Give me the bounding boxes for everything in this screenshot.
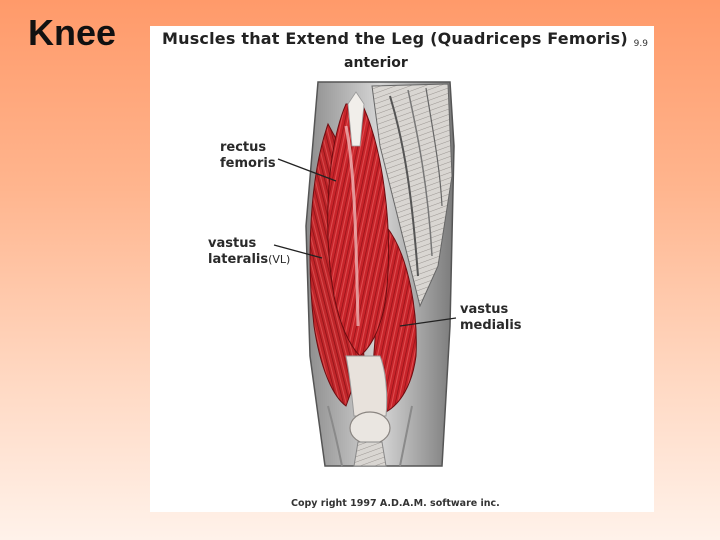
copyright-credit: Copy right 1997 A.D.A.M. software inc. bbox=[291, 498, 500, 509]
label-line: medialis bbox=[460, 318, 522, 333]
leader-rectus-femoris bbox=[277, 158, 337, 182]
leader-vastus-lateralis bbox=[273, 244, 323, 259]
label-vastus-lateralis: vastus lateralis(VL) bbox=[208, 236, 290, 268]
figure-title: Muscles that Extend the Leg (Quadriceps … bbox=[162, 29, 628, 48]
leader-vastus-medialis bbox=[399, 317, 457, 327]
rectus-origin-tendon bbox=[347, 91, 365, 147]
label-abbreviation: (VL) bbox=[268, 253, 291, 266]
label-line: femoris bbox=[220, 156, 276, 171]
patellar-ligament bbox=[353, 441, 387, 467]
label-line: vastus bbox=[208, 236, 257, 251]
figure-number: 9.9 bbox=[633, 39, 648, 49]
label-line: vastus bbox=[460, 302, 509, 317]
anatomy-figure: Muscles that Extend the Leg (Quadriceps … bbox=[150, 26, 654, 512]
label-line: rectus bbox=[220, 140, 267, 155]
quadriceps-tendon bbox=[345, 355, 388, 417]
figure-view-label: anterior bbox=[344, 55, 408, 71]
label-line: lateralis(VL) bbox=[208, 252, 290, 268]
slide-title: Knee bbox=[28, 12, 117, 53]
quadriceps-illustration bbox=[273, 81, 457, 467]
label-rectus-femoris: rectus femoris bbox=[220, 140, 276, 172]
patella bbox=[349, 411, 391, 445]
label-word: lateralis bbox=[208, 252, 269, 267]
label-vastus-medialis: vastus medialis bbox=[460, 302, 522, 334]
